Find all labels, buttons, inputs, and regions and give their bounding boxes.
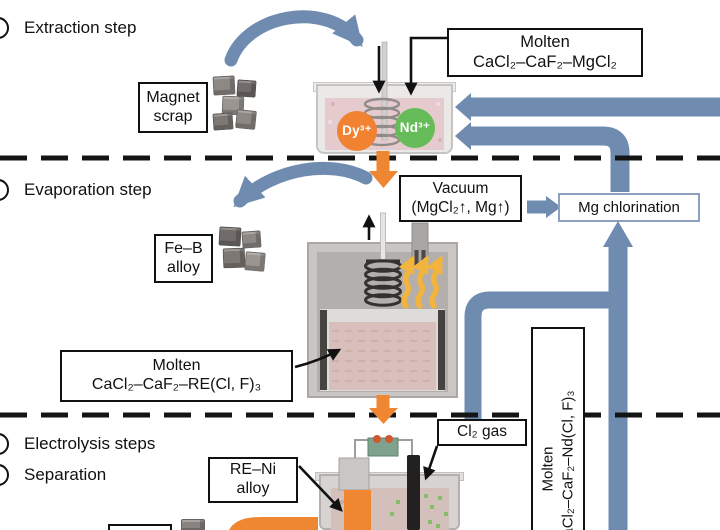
cl2-branch-pipe [464, 291, 622, 420]
cathode-holder [338, 457, 370, 491]
nd-ion-label: Nd³⁺ [399, 120, 431, 135]
salt-return-arrowhead [455, 93, 471, 121]
re-ni-alloy-box: RE–Ni alloy [208, 457, 298, 503]
vacuum-box: Vacuum (MgCl₂↑, Mg↑) [399, 175, 522, 222]
electrolysis-internals [298, 435, 448, 530]
molten-re-box: Molten CaCl₂–CaF₂–RE(Cl, F)₃ [60, 350, 293, 402]
dy-ion-label: Dy³⁺ [342, 123, 372, 138]
nd-ion-badge: Nd³⁺ [395, 108, 435, 148]
carbon-anode [407, 455, 420, 530]
heater-coil [364, 259, 402, 307]
re-ni-cathode [344, 490, 371, 530]
curved-transfer-arrows [224, 10, 373, 208]
wire-left [354, 439, 369, 459]
dy-ion-badge: Dy³⁺ [337, 111, 377, 151]
recycle-pipes [464, 97, 720, 530]
vacuum-port [411, 222, 429, 263]
step-3-label: Electrolysis steps [24, 434, 156, 453]
bottom-partial-box [108, 524, 172, 530]
vapor-arrows [398, 255, 443, 309]
fe-b-alloy-box: Fe–B alloy [154, 234, 213, 283]
re-ni-leader-arrow [298, 465, 343, 512]
molten-nd-vertical-text: Molten CaCl₂–CaF₂–Nd(Cl, F)₃ [539, 390, 577, 530]
magnet-scrap-box: Magnet scrap [138, 82, 208, 133]
mg-chlorination-box: Mg chlorination [558, 193, 700, 222]
evaporation-crucible-wall-left [320, 310, 327, 390]
evaporation-crucible-wall-right [438, 310, 445, 390]
evaporation-molten-salt [329, 322, 436, 390]
step-2-label: Evaporation step [24, 180, 152, 199]
cl2-riser-arrowhead [603, 221, 633, 247]
molten-mgcl2-leader-arrow [404, 36, 447, 96]
molten-re-leader-arrow [294, 348, 342, 369]
evaporation-to-electrolysis-arrow [376, 395, 390, 409]
recycle-pipe-arrowheads [455, 93, 633, 247]
terminal-positive [373, 435, 381, 443]
alloy-cube-bottom [181, 519, 205, 530]
wire-right [397, 439, 413, 457]
extraction-to-evaporation-arrow [376, 151, 390, 172]
terminal-negative [385, 435, 393, 443]
evaporation-rod [380, 212, 386, 264]
scrap-charge-arrow [224, 10, 364, 67]
cl2-gas-box: Cl₂ gas [437, 419, 527, 446]
vacuum-arrowhead [546, 196, 561, 218]
mgcl2-return-pipe [470, 126, 630, 192]
process-flow-arrows [229, 151, 398, 530]
mgcl2-return-arrowhead [455, 122, 471, 150]
step-1-label: Extraction step [24, 18, 137, 37]
feb-removal-arrow [233, 161, 373, 208]
step-3a-label: Separation [24, 465, 107, 484]
molten-nd-box: Molten CaCl₂–CaF₂–Nd(Cl, F)₃ [531, 327, 585, 530]
cl2-leader-arrow [423, 445, 439, 481]
alloy-output-arrow [229, 517, 318, 530]
power-supply [367, 437, 399, 457]
evaporation-internals [294, 212, 443, 382]
molten-mgcl2-box: Molten CaCl₂–CaF₂–MgCl₂ [447, 28, 643, 77]
